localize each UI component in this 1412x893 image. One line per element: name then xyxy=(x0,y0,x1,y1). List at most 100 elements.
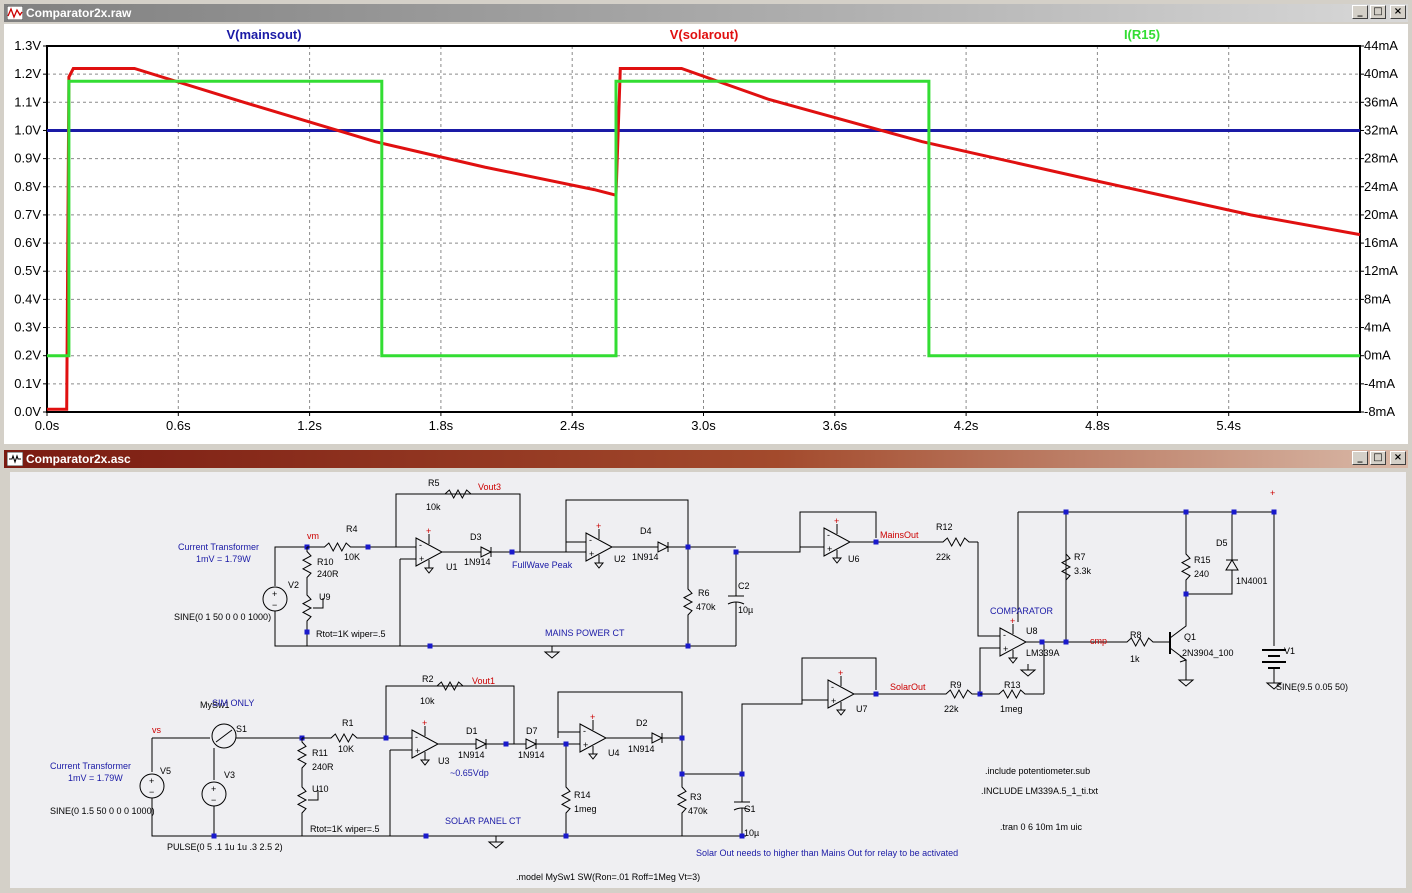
schematic-window-titlebar[interactable]: Comparator2x.asc _ □ × xyxy=(4,450,1408,468)
schematic-text: − xyxy=(149,787,154,797)
schematic-text: 10µ xyxy=(744,828,759,838)
potentiometer-wiper xyxy=(313,598,324,609)
left-axis-label: 1.1V xyxy=(14,94,41,109)
schematic-text: D1 xyxy=(466,726,478,736)
junction-dot xyxy=(1183,509,1189,515)
ct2-subtitle: 1mV = 1.79W xyxy=(68,773,123,783)
schematic-text: U3 xyxy=(438,756,450,766)
schematic-text: R9 xyxy=(950,680,962,690)
minimize-button[interactable]: _ xyxy=(1352,5,1368,19)
junction-dot xyxy=(211,833,217,839)
plot-window-titlebar[interactable]: Comparator2x.raw _ □ × xyxy=(4,4,1408,22)
schematic-text: R4 xyxy=(346,524,358,534)
resistor-R5 xyxy=(396,488,520,500)
schematic-text: V2 xyxy=(288,580,299,590)
schematic-text: V3 xyxy=(224,770,235,780)
x-axis-label: 3.0s xyxy=(691,418,716,433)
net-label-solarout: SolarOut xyxy=(890,682,926,692)
schematic-text: + xyxy=(831,696,836,706)
right-axis-label: 40mA xyxy=(1364,66,1398,81)
schematic-text: 1k xyxy=(1130,654,1140,664)
schematic-text: 1N914 xyxy=(458,750,485,760)
schematic-text: R13 xyxy=(1004,680,1021,690)
right-axis-label: 44mA xyxy=(1364,38,1398,53)
wire xyxy=(557,691,683,738)
schematic-text: D4 xyxy=(640,526,652,536)
switch-model: MySw1 xyxy=(200,700,230,710)
comparator-U8 xyxy=(999,627,1028,657)
left-axis-label: 0.2V xyxy=(14,348,41,363)
schematic-text: R7 xyxy=(1074,552,1086,562)
schematic-text: + xyxy=(211,784,216,794)
opamp-ground xyxy=(593,555,605,569)
right-axis-label: -8mA xyxy=(1364,404,1395,419)
junction-dot xyxy=(383,735,389,741)
directive-tran: .tran 0 6 10m 1m uic xyxy=(1000,822,1083,832)
schematic-app-icon xyxy=(7,452,23,466)
sim-only-label: SIM ONLY xyxy=(212,698,254,708)
net-label-vs: vs xyxy=(152,725,162,735)
net-label-mainsout: MainsOut xyxy=(880,530,919,540)
left-axis-label: 0.9V xyxy=(14,151,41,166)
schematic-text: - xyxy=(589,535,592,545)
junction-dot xyxy=(679,771,685,777)
opamp-U2 xyxy=(585,532,614,562)
schematic-text: − xyxy=(211,795,216,805)
capacitor-plate xyxy=(733,807,751,811)
trace-label-1: V(solarout) xyxy=(670,27,739,42)
resistor-R10 xyxy=(301,547,313,582)
wire xyxy=(979,647,1000,694)
maximize-button[interactable]: □ xyxy=(1370,5,1386,19)
junction-dot xyxy=(873,539,879,545)
wire xyxy=(274,546,307,586)
potentiometer-U9 xyxy=(301,584,313,632)
junction-dot xyxy=(563,833,569,839)
left-axis-label: 0.3V xyxy=(14,320,41,335)
schematic-text: + xyxy=(272,589,277,599)
solar-ct-label: SOLAR PANEL CT xyxy=(445,816,522,826)
junction-dot xyxy=(1063,509,1069,515)
schematic-text: 22k xyxy=(936,552,951,562)
schematic-text: S1 xyxy=(236,724,247,734)
left-axis-label: 1.0V xyxy=(14,122,41,137)
resistor-R6 xyxy=(682,582,694,622)
source-V3 xyxy=(201,781,227,807)
minimize-button[interactable]: _ xyxy=(1352,451,1368,465)
battery-V1 xyxy=(1262,649,1286,669)
schematic-text: + xyxy=(583,740,588,750)
plot-window-title: Comparator2x.raw xyxy=(26,6,132,20)
trace-label-2: I(R15) xyxy=(1124,27,1160,42)
u10-params: Rtot=1K wiper=.5 xyxy=(310,824,380,834)
right-axis-label: 0mA xyxy=(1364,348,1391,363)
resistor-R4 xyxy=(307,541,368,553)
maximize-button[interactable]: □ xyxy=(1370,451,1386,465)
opamp-ground xyxy=(423,560,435,574)
series-line-V(solarout) xyxy=(47,67,1361,411)
close-button[interactable]: × xyxy=(1390,451,1406,465)
junction-dot xyxy=(685,544,691,550)
schematic-text: − xyxy=(272,600,277,610)
schematic-text: U2 xyxy=(614,554,626,564)
schematic-text: 10K xyxy=(338,744,354,754)
close-button[interactable]: × xyxy=(1390,5,1406,19)
schematic-text: U6 xyxy=(848,554,860,564)
left-axis-label: 0.0V xyxy=(14,404,41,419)
schematic-text: U4 xyxy=(608,748,620,758)
schematic-text: 1N914 xyxy=(464,557,491,567)
x-axis-label: 0.0s xyxy=(35,418,60,433)
schematic-text: + xyxy=(419,554,424,564)
junction-dot xyxy=(503,741,509,747)
junction-dot xyxy=(739,833,745,839)
resistor-R2 xyxy=(386,680,514,692)
source-V5 xyxy=(139,773,165,799)
wire xyxy=(977,542,1000,637)
comparator-label: COMPARATOR xyxy=(990,606,1054,616)
junction-dot xyxy=(1039,639,1045,645)
schematic-text: 10K xyxy=(344,552,360,562)
resistor-R13 xyxy=(980,688,1044,700)
